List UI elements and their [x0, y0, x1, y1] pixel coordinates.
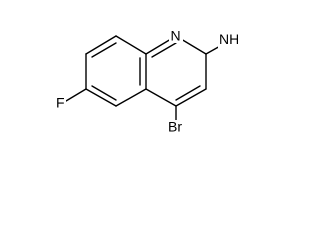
bond-c6-c5-outer	[85, 88, 117, 107]
fluorine-label: F	[56, 95, 65, 111]
quinoline-structure-diagram: N NH2 F Br	[55, 28, 238, 135]
bromine-label: Br	[168, 119, 182, 135]
bond-c5-c4a	[115, 88, 147, 107]
bond-c8a-n1-inner	[151, 42, 177, 58]
bond-c8a-c8	[115, 35, 147, 55]
pyridine-ring	[145, 35, 207, 107]
bond-c3-c4-inner	[175, 85, 201, 101]
bond-c8-c7-outer	[85, 35, 117, 55]
nitrogen-label: N	[171, 28, 181, 44]
bond-c6-f	[65, 88, 87, 102]
bond-c8-c7-inner	[91, 42, 117, 58]
amine-nh-text: NH	[219, 31, 238, 47]
bond-c6-c5-inner	[91, 85, 117, 101]
amine-label: NH2	[219, 31, 238, 50]
bond-c4-c4a	[145, 88, 177, 107]
bond-c3-c4-outer	[175, 88, 207, 107]
benzene-ring	[85, 35, 147, 107]
